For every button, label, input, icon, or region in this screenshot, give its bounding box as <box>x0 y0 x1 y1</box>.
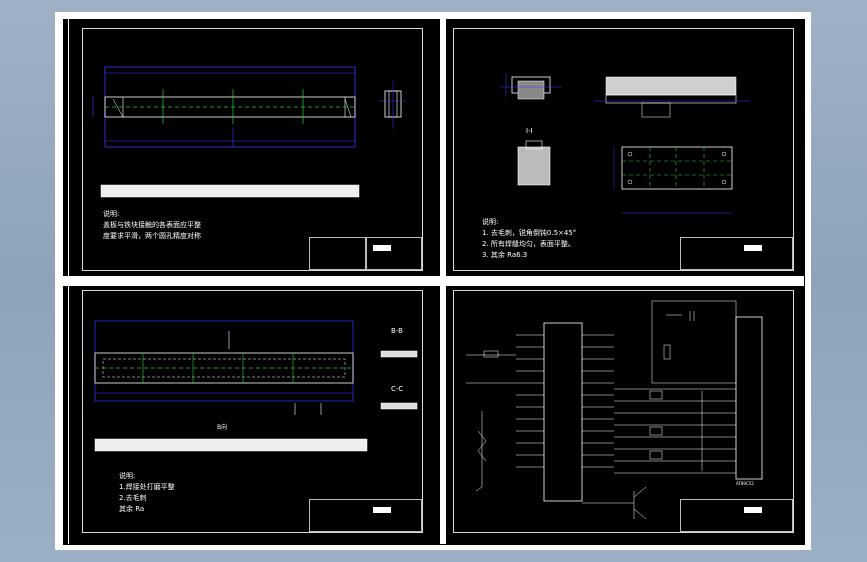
section-label: I-I <box>526 127 533 135</box>
title-block <box>680 499 793 532</box>
notes-title: 说明: <box>103 210 120 218</box>
ic-right-chip <box>735 316 763 480</box>
section-c-label: C-C <box>391 385 403 393</box>
circuit-schematic: AT89C52 <box>466 300 763 520</box>
title-block-tag <box>744 507 762 513</box>
note-line-3: 其余 Ra <box>119 505 145 513</box>
chip-label: AT89C52 <box>736 481 754 486</box>
section-b-label: B-B <box>391 327 403 335</box>
drawing-panel-1[interactable]: 说明: 盖板与铁块接触的各表面应平整 度要求平滑，两个圆孔精度对称 <box>82 28 423 271</box>
note-line-1: 盖板与铁块接触的各表面应平整 <box>103 221 201 229</box>
note-line-2: 2.去毛刺 <box>119 494 147 502</box>
note-line-1: 1.焊接处打磨平整 <box>119 483 175 491</box>
note-line-3: 3. 其余 Ra6.3 <box>482 251 528 259</box>
notes-title: 说明: <box>482 218 499 226</box>
view-label: B向 <box>217 423 227 431</box>
drawing-panel-3[interactable]: B-B C-C B向 说明: 1.焊接处打磨平整 2.去毛刺 其余 Ra <box>82 290 423 533</box>
notes-title: 说明: <box>119 472 136 480</box>
title-block-tag <box>744 245 762 251</box>
title-block-tag <box>373 245 391 251</box>
title-block-tag <box>373 507 391 513</box>
ic-left-chip <box>543 322 583 502</box>
part-drawing-2: I-I <box>500 74 750 214</box>
note-line-2: 度要求平滑，两个圆孔精度对称 <box>103 232 201 240</box>
drawing-panel-4[interactable]: AT89C52 <box>453 290 794 533</box>
part-drawing-3: B-B C-C B向 <box>94 320 418 452</box>
horizontal-divider <box>62 276 804 286</box>
note-line-2: 2. 所有焊缝均匀，表面平整。 <box>482 240 575 248</box>
note-line-1: 1. 去毛刺，锐角倒钝0.5×45° <box>482 229 577 237</box>
drawing-panel-2[interactable]: I-I 说明: 1. 去毛刺，锐角倒钝0.5×45° 2. 所有焊缝均匀，表面平… <box>453 28 794 271</box>
title-block <box>680 237 793 270</box>
title-block-divider <box>365 237 367 270</box>
part-drawing-1 <box>92 66 407 198</box>
title-block <box>309 499 422 532</box>
